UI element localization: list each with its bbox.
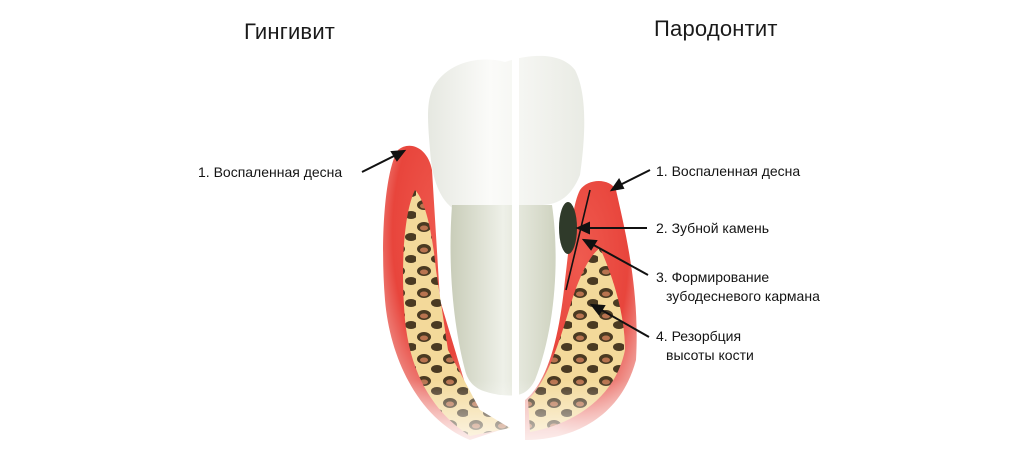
label-text: 1. Воспаленная десна <box>656 163 801 179</box>
label-text: 2. Зубной камень <box>656 220 770 236</box>
label-text-line2: высоты кости <box>666 347 754 363</box>
label-right-pocket: 3. Формирование зубодесневого кармана <box>656 268 820 306</box>
label-text-line1: 3. Формирование <box>656 269 770 285</box>
label-text-line2: зубодесневого кармана <box>666 288 820 304</box>
annotation-arrows <box>361 149 651 338</box>
tooth-crown <box>428 55 585 211</box>
title-periodontitis: Пародонтит <box>654 16 778 41</box>
label-left-inflamed-gum: 1. Воспаленная десна <box>198 163 342 182</box>
title-gingivitis: Гингивит <box>244 19 336 44</box>
gum-left <box>383 145 510 441</box>
center-divider <box>512 50 519 462</box>
label-text: 1. Воспаленная десна <box>198 164 343 180</box>
label-right-calculus: 2. Зубной камень <box>656 219 769 238</box>
tooth-root <box>450 205 556 396</box>
label-right-inflamed-gum: 1. Воспаленная десна <box>656 162 800 181</box>
calculus-deposit <box>559 202 577 254</box>
label-right-bone-resorption: 4. Резорбция высоты кости <box>656 327 754 365</box>
label-text-line1: 4. Резорбция <box>656 328 742 344</box>
